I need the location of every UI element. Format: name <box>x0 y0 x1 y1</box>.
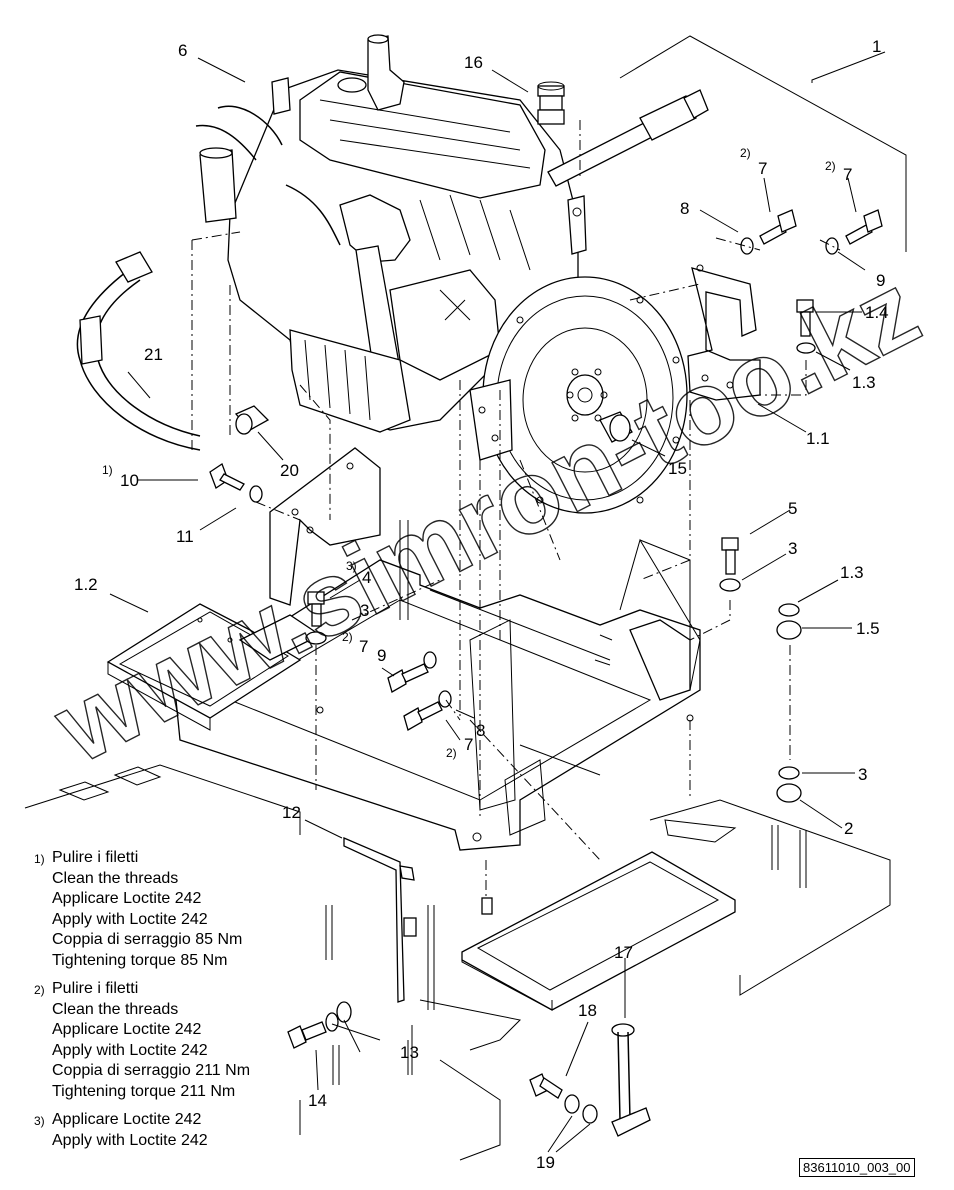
callout-1-3b: 1.3 <box>840 563 864 582</box>
machine-frame-outline <box>24 721 891 1161</box>
callout-9a: 9 <box>876 271 885 290</box>
callout-1-5: 1.5 <box>856 619 880 638</box>
footnote-line: Clean the threads <box>52 869 179 887</box>
callout-3a: 3 <box>788 539 797 558</box>
callout-3b: 3 <box>360 601 369 620</box>
part-1-4-bolt <box>796 299 816 354</box>
superscript-7d: 2) <box>446 746 457 760</box>
footnote-index: 1) <box>34 852 45 866</box>
callout-6: 6 <box>178 41 187 60</box>
callout-labels: 1 6 16 2) 7 2) 7 8 9 1.4 1.3 1.1 15 21 2… <box>74 37 889 1172</box>
footnote-line: Applicare Loctite 242 <box>52 890 202 907</box>
callout-19: 19 <box>536 1153 555 1172</box>
footnote-line: Coppia di serraggio 85 Nm <box>52 931 243 948</box>
callout-12: 12 <box>282 803 301 822</box>
callout-16: 16 <box>464 53 483 72</box>
footnotes: 1) Pulire i filetti Clean the threads Ap… <box>34 848 334 1159</box>
footnote-line: Clean the threads <box>52 1000 179 1018</box>
part-7-bolts-upper <box>740 209 883 255</box>
part-1-1-bracket <box>687 264 761 401</box>
footnote-line: Applicare Loctite 242 <box>52 1111 202 1128</box>
callout-1: 1 <box>872 37 881 56</box>
superscript-7c: 2) <box>342 630 353 644</box>
callout-1-1: 1.1 <box>806 429 830 448</box>
part-15-fitting <box>599 411 633 443</box>
part-21-hose <box>76 251 201 451</box>
callout-7b: 7 <box>843 165 852 184</box>
footnote-index: 3) <box>34 1114 45 1128</box>
engine-assembly <box>195 34 709 514</box>
mount-plate-left <box>269 447 381 606</box>
callout-5: 5 <box>788 499 797 518</box>
drawing-number: 83611010_003_00 <box>799 1158 915 1177</box>
part-14-bolt <box>287 1001 352 1049</box>
callout-1-2: 1.2 <box>74 575 98 594</box>
callout-9b: 9 <box>377 646 386 665</box>
footnote-line: Coppia di serraggio 211 Nm <box>52 1062 251 1079</box>
callout-17: 17 <box>614 943 633 962</box>
callout-20: 20 <box>280 461 299 480</box>
callout-10: 10 <box>120 471 139 490</box>
footnote-line: Apply with Loctite 242 <box>52 1131 208 1149</box>
part-5-bolt <box>719 537 741 592</box>
footnote-line: Tightening torque 85 Nm <box>52 951 228 969</box>
callout-7d: 7 <box>464 735 473 754</box>
footnote-2: 2) Pulire i filetti Clean the threads Ap… <box>34 979 334 1102</box>
part-17-rod <box>611 1023 651 1137</box>
footnote-index: 2) <box>34 983 45 997</box>
footnote-line: Applicare Loctite 242 <box>52 1021 202 1038</box>
part-1-5-nuts <box>776 603 802 803</box>
part-12-bracket <box>343 837 417 1003</box>
footnote-1: 1) Pulire i filetti Clean the threads Ap… <box>34 848 334 971</box>
callout-11: 11 <box>176 527 194 546</box>
callout-13: 13 <box>400 1043 419 1062</box>
callout-18: 18 <box>578 1001 597 1020</box>
callout-21: 21 <box>144 345 163 364</box>
part-10-bolt <box>209 463 263 503</box>
part-16-fitting <box>537 81 565 125</box>
callout-8a: 8 <box>680 199 689 218</box>
callout-3c: 3 <box>858 765 867 784</box>
part-1-2-tray <box>106 603 322 731</box>
superscript-10: 1) <box>102 463 113 477</box>
footnote-3: 3) Applicare Loctite 242 Apply with Loct… <box>34 1110 334 1151</box>
footnote-line: Apply with Loctite 242 <box>52 1041 208 1059</box>
part-18-bolt <box>529 1073 598 1124</box>
footnote-line: Apply with Loctite 242 <box>52 910 208 928</box>
superscript-7a: 2) <box>740 146 751 160</box>
part-20-fitting <box>234 405 270 435</box>
callout-1-3a: 1.3 <box>852 373 876 392</box>
footnote-line: Tightening torque 211 Nm <box>52 1082 236 1100</box>
part-4-bolt <box>305 591 327 645</box>
superscript-4: 3) <box>346 559 357 573</box>
callout-15: 15 <box>668 459 687 478</box>
callout-14: 14 <box>308 1091 327 1110</box>
callout-4: 4 <box>362 568 371 587</box>
footnote-line: Pulire i filetti <box>52 849 139 866</box>
footnote-line: Pulire i filetti <box>52 980 139 997</box>
callout-2: 2 <box>844 819 853 838</box>
callout-8b: 8 <box>476 721 485 740</box>
callout-7a: 7 <box>758 159 767 178</box>
leader-lines <box>109 35 907 1153</box>
callout-1-4: 1.4 <box>865 303 889 322</box>
superscript-7b: 2) <box>825 159 836 173</box>
lower-tray <box>461 851 736 1011</box>
assembly-lines <box>191 120 841 905</box>
callout-7c: 7 <box>359 637 368 656</box>
